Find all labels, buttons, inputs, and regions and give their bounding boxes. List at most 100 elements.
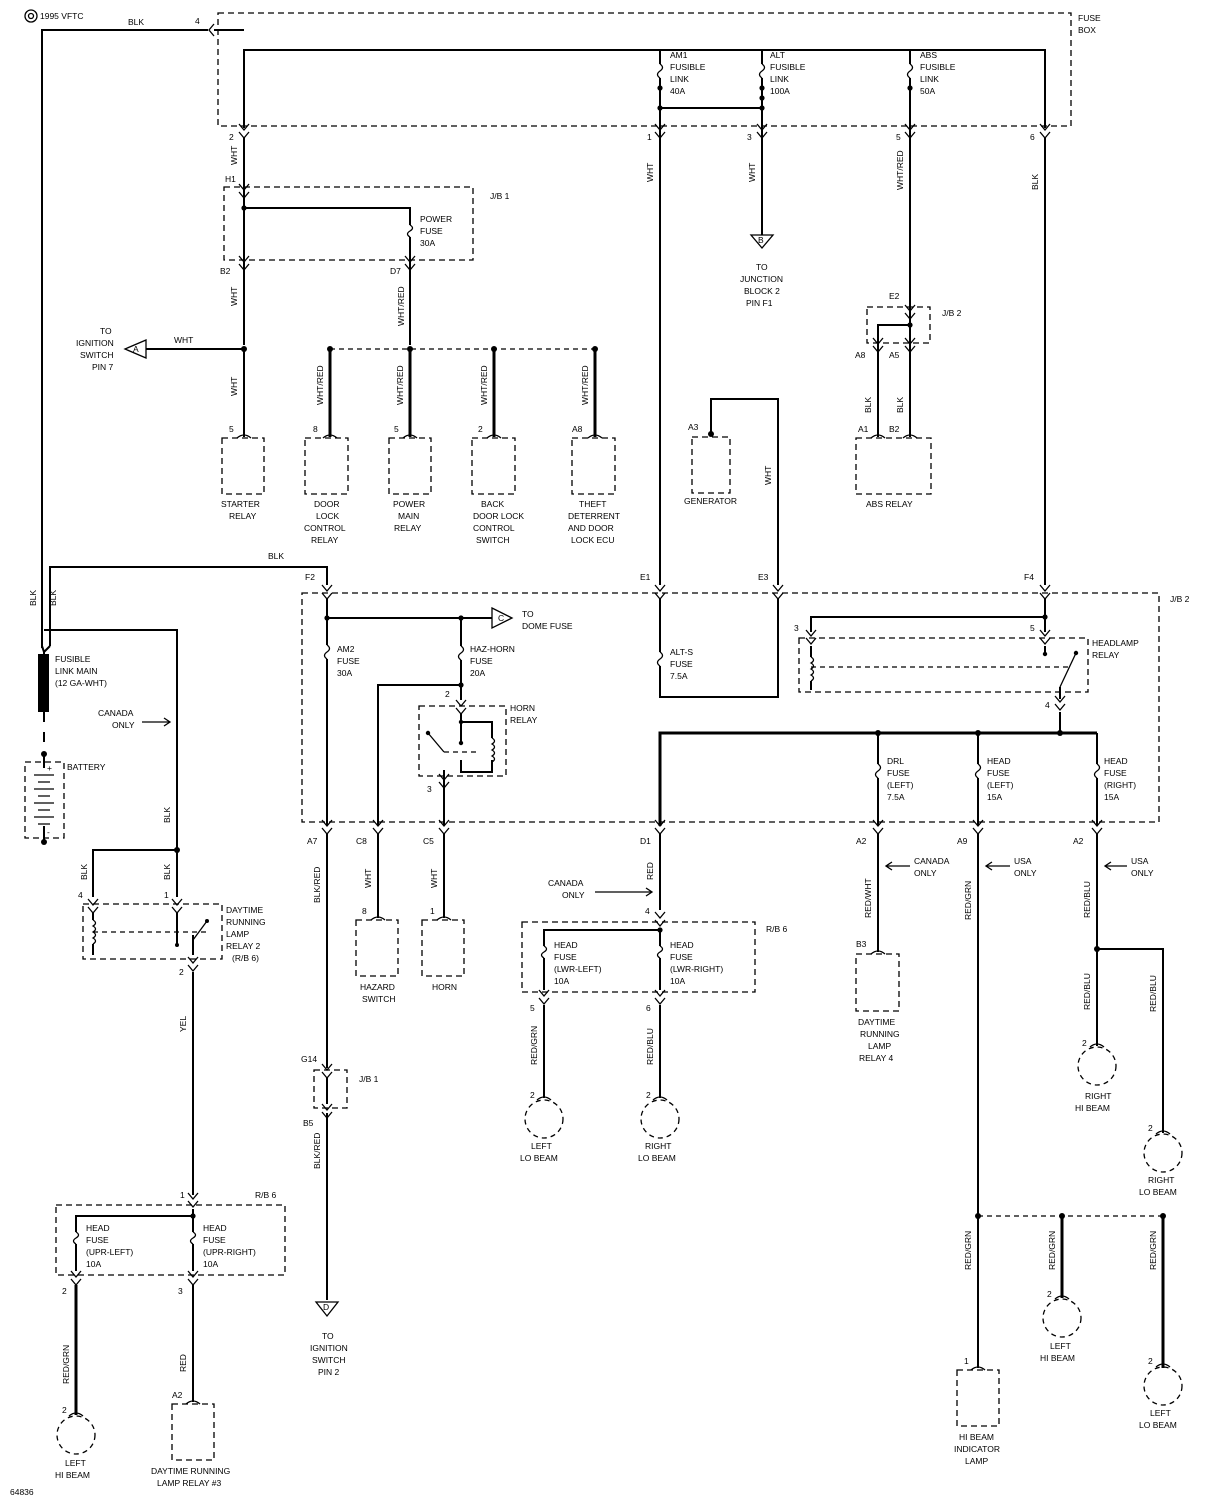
jb2-pin-c5: C5 [423,836,434,846]
rb6-lower: 4 R/B 6 HEAD FUSE (LWR-LEFT) 10A HEAD FU… [521,906,788,1013]
abs-link-label-4: 50A [920,86,935,96]
wire-label-red-wht: RED/WHT [863,878,873,918]
wire-label-blk-drl-1: BLK [79,864,89,880]
right-lo-beam-line-2: LO BEAM [638,1153,676,1163]
rb6-upper-pin-3: 3 [178,1286,183,1296]
dome-line-2: DOME FUSE [522,621,573,631]
ignition-pin7-line-3: SWITCH [80,350,114,360]
left-lo-beam-pin: 2 [530,1090,535,1100]
power-fuse-label-3: 30A [420,238,435,248]
wire-label-wht-red-1: WHT/RED [396,286,406,326]
jb2-abs: J/B 2 E2 A8 A5 [855,291,962,360]
theft-ecu-line-1: THEFT [579,499,606,509]
jb2-pin-d1: D1 [640,836,651,846]
headlamp-pin-3: 3 [794,623,799,633]
drl2-line-2: RUNNING [226,917,266,927]
drl-relay-3: A2 DAYTIME RUNNING LAMP RELAY #3 [151,1390,230,1488]
upr-left-line-3: (UPR-LEFT) [86,1247,133,1257]
right-lo-beam-line-1: RIGHT [645,1141,671,1151]
am1-label-3: LINK [670,74,689,84]
wire-label-wht-red-5: WHT/RED [580,365,590,405]
am1-label-4: 40A [670,86,685,96]
lwr-left-line-3: (LWR-LEFT) [554,964,602,974]
abs-relay-pin-b2: B2 [889,424,900,434]
starter-relay-pin: 5 [229,424,234,434]
upr-right-line-1: HEAD [203,1223,227,1233]
head-right-line-4: 15A [1104,792,1119,802]
fusible-link-line-2: LINK MAIN [55,666,98,676]
drl4-line-2: RUNNING [860,1029,900,1039]
wires-hazard-horn [377,834,445,918]
hazard-switch-line-1: HAZARD [360,982,395,992]
jb1-top: J/B 1 H1 B2 D7 POWER FUSE 30A [220,174,510,276]
wire-label-wht-3: WHT [174,335,193,345]
wire-label-yel: YEL [178,1016,188,1032]
drl-relay-4: B3 DAYTIME RUNNING LAMP RELAY 4 [855,939,900,1063]
upr-right-line-2: FUSE [203,1235,226,1245]
jb1-top-connectors [238,183,416,272]
battery-plus: + [47,763,52,773]
copyright-mark: 1995 VFTC [24,9,83,23]
wire-label-red-grn-1: RED/GRN [529,1026,539,1065]
door-lock-relay-line-3: CONTROL [304,523,346,533]
rb6-lower-pin-5: 5 [530,1003,535,1013]
wire-label-red-blu-2: RED/BLU [1082,881,1092,918]
drl-fuse-line-3: (LEFT) [887,780,914,790]
headlamp-pin-4: 4 [1045,700,1050,710]
left-hi-beam-br-line-2: HI BEAM [1040,1353,1075,1363]
hi-beam-indicator-pin: 1 [964,1356,969,1366]
wire-label-wht-red-3: WHT/RED [395,365,405,405]
left-hi-beam-bl-line-2: HI BEAM [55,1470,90,1480]
jb2-pin-a7: A7 [307,836,318,846]
canada-only-1-line-1: CANADA [98,708,134,718]
lwr-left-line-1: HEAD [554,940,578,950]
offpage-tag-a: A [133,344,139,354]
figure-id: 64836 [10,1487,34,1497]
junction-block-line-3: BLOCK 2 [744,286,780,296]
drl2-line-5: (R/B 6) [232,953,259,963]
fusible-link-main-body [38,654,49,712]
power-main-relay-line-1: POWER [393,499,425,509]
drl3-pin: A2 [172,1390,183,1400]
drl4-line-3: LAMP [868,1041,891,1051]
drl2-pin-2: 2 [179,967,184,977]
wire-label-red-blu-3: RED/BLU [1082,973,1092,1010]
drl-relay-2: 4 1 2 DAYTIME RUNNING LAMP RELAY 2 (R/B … [78,890,266,977]
right-hi-beam: 2 RIGHT HI BEAM [1075,1038,1117,1113]
upr-right-line-4: 10A [203,1259,218,1269]
wire-alt-s [659,598,779,698]
wire-label-red-grn-3: RED/GRN [963,1231,973,1270]
wire-label-red-grn-5: RED/GRN [1148,1231,1158,1270]
drl2-pin-4: 4 [78,890,83,900]
left-hi-beam-br-pin: 2 [1047,1289,1052,1299]
lwr-left-line-2: FUSE [554,952,577,962]
fuse-box-pin-1: 1 [647,132,652,142]
headlamp-pin-5: 5 [1030,623,1035,633]
head-right-line-3: (RIGHT) [1104,780,1136,790]
fuse-box-pin-2: 2 [229,132,234,142]
right-lo-beam-2-pin: 2 [1148,1123,1153,1133]
lwr-left-line-4: 10A [554,976,569,986]
wire-label-red-2: RED [178,1354,188,1372]
left-hi-beam-bl-line-1: LEFT [65,1458,86,1468]
headlamp-line-1: HEADLAMP [1092,638,1139,648]
jb1-bottom-label: J/B 1 [359,1074,379,1084]
jb2-pin-f2: F2 [305,572,315,582]
ignition-pin7-line-1: TO [100,326,112,336]
hi-beam-indicator-line-1: HI BEAM [959,1432,994,1442]
headlamp-line-2: RELAY [1092,650,1120,660]
theft-ecu-line-2: DETERRENT [568,511,620,521]
hazard-switch-line-2: SWITCH [362,994,396,1004]
horn-relay-line-1: HORN [510,703,535,713]
jb2-top-connectors [321,584,1051,601]
back-door-switch-line-2: DOOR LOCK [473,511,524,521]
drl-fuse-line-2: FUSE [887,768,910,778]
wire-label-blk-abs-1: BLK [863,397,873,413]
haz-horn-line-3: 20A [470,668,485,678]
ignition-pin2-line-3: SWITCH [312,1355,346,1365]
canada-arrow-1 [142,717,172,727]
alt-label-2: FUSIBLE [770,62,806,72]
lwr-right-line-4: 10A [670,976,685,986]
canada-only-2-line-2: ONLY [562,890,585,900]
